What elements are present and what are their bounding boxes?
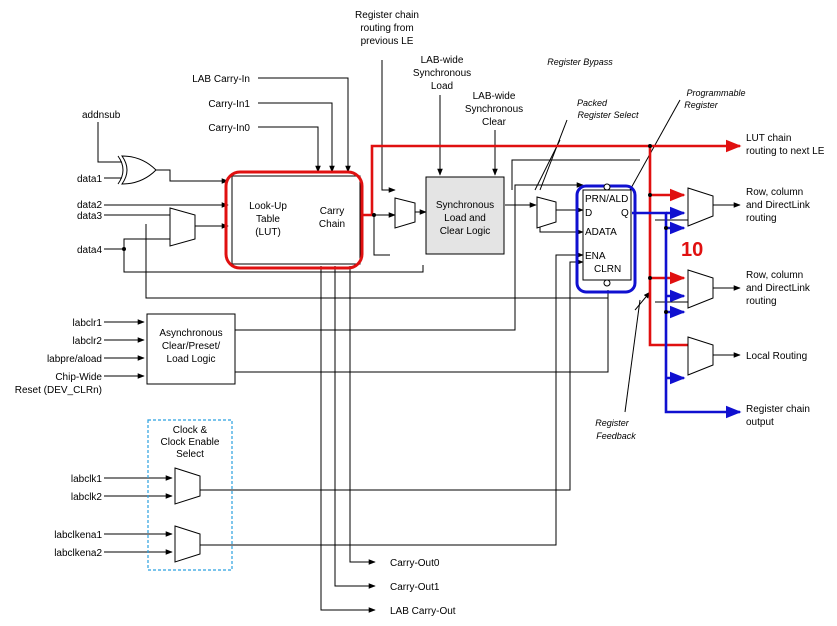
data2-label: data2: [77, 200, 102, 211]
register-box: [582, 189, 632, 281]
wiring: [97, 60, 741, 613]
reg-chain-out-label-1: Register chain: [746, 404, 810, 415]
reg-chain-in-label-1: Register chain: [355, 10, 419, 21]
labclk2-label: labclk2: [71, 492, 103, 503]
out-mux-3: [687, 336, 714, 376]
carry-label-2: Chain: [319, 219, 345, 230]
sync-load-label-2: Synchronous: [413, 68, 471, 79]
labpre-label: labpre/aload: [47, 354, 102, 365]
async-logic-box: [146, 313, 236, 385]
annotation-number: 10: [681, 239, 703, 261]
row1-label-2: and DirectLink: [746, 200, 811, 211]
data1-label: data1: [77, 174, 102, 185]
sync-load-label-1: LAB-wide: [421, 55, 464, 66]
labclkena2-label: labclkena2: [54, 548, 102, 559]
lab-carry-in-label: LAB Carry-In: [192, 74, 250, 85]
sync-load-box: [425, 176, 505, 255]
clk-label-1: Clock &: [173, 425, 208, 436]
reg-clrn: CLRN: [594, 264, 621, 275]
reg-ena: ENA: [585, 251, 606, 262]
packed-label-2: Register Select: [577, 110, 639, 120]
chip-wide-label-2: Reset (DEV_CLRn): [15, 385, 102, 396]
reg-d: D: [585, 208, 592, 219]
reg-prn: PRN/ALD: [585, 194, 628, 205]
clk-label-2: Clock Enable: [161, 437, 220, 448]
sync-label-2: Load and: [444, 213, 486, 224]
lut-label-2: Table: [256, 214, 280, 225]
lut-label-1: Look-Up: [249, 201, 287, 212]
clock-mux: [174, 467, 201, 505]
labclr2-label: labclr2: [73, 336, 103, 347]
sync-clear-label-3: Clear: [482, 117, 507, 128]
async-label-2: Clear/Preset/: [162, 341, 221, 352]
sync-label-3: Clear Logic: [440, 226, 491, 237]
chip-wide-label-1: Chip-Wide: [55, 372, 102, 383]
row1-label-3: routing: [746, 213, 777, 224]
carry-in1-label: Carry-In1: [208, 99, 250, 110]
async-label-1: Asynchronous: [159, 328, 222, 339]
junctions: [122, 144, 668, 314]
row1-label-1: Row, column: [746, 187, 803, 198]
async-label-3: Load Logic: [167, 354, 216, 365]
lut-highlight: [224, 170, 364, 270]
reg-chain-mux: [394, 197, 416, 229]
xor-gate: [117, 155, 157, 185]
reg-q: Q: [621, 208, 629, 219]
out-mux-2: [687, 269, 714, 309]
data4-label: data4: [77, 245, 102, 256]
clock-select-box: [147, 419, 233, 571]
lut-chain-out-label-1: LUT chain: [746, 133, 791, 144]
carry-in0-label: Carry-In0: [208, 123, 250, 134]
reg-adata: ADATA: [585, 227, 617, 238]
row2-label-2: and DirectLink: [746, 283, 811, 294]
packed-label-1: Packed: [577, 98, 608, 108]
reg-bypass-label: Register Bypass: [547, 57, 613, 67]
reg-chain-out-label-2: output: [746, 417, 774, 428]
row2-label-3: routing: [746, 296, 777, 307]
labclr1-label: labclr1: [73, 318, 103, 329]
carry-out0-label: Carry-Out0: [390, 558, 440, 569]
clk-label-3: Select: [176, 449, 204, 460]
reg-feedback-label-2: Feedback: [596, 431, 636, 441]
reg-feedback-label-1: Register: [595, 418, 630, 428]
input-mux: [169, 207, 196, 247]
labclk1-label: labclk1: [71, 474, 103, 485]
reg-chain-in-label-2: routing from: [360, 23, 413, 34]
reg-chain-in-label-3: previous LE: [361, 36, 414, 47]
sync-clear-label-1: LAB-wide: [473, 91, 516, 102]
packed-mux: [536, 196, 557, 229]
lab-carry-out-label: LAB Carry-Out: [390, 606, 456, 617]
row2-label-1: Row, column: [746, 270, 803, 281]
data3-label: data3: [77, 211, 102, 222]
sync-label-1: Synchronous: [436, 200, 494, 211]
lut-chain-out-label-2: routing to next LE: [746, 146, 825, 157]
prog-reg-label-1: Programmable: [686, 88, 745, 98]
out-mux-1: [687, 187, 714, 227]
lut-label-3: (LUT): [255, 227, 281, 238]
sync-load-label-3: Load: [431, 81, 453, 92]
labclkena1-label: labclkena1: [54, 530, 102, 541]
local-routing-label: Local Routing: [746, 351, 807, 362]
addnsub-label: addnsub: [82, 110, 121, 121]
clock-enable-mux: [174, 525, 201, 563]
carry-label-1: Carry: [320, 206, 344, 217]
carry-out1-label: Carry-Out1: [390, 582, 440, 593]
sync-clear-label-2: Synchronous: [465, 104, 523, 115]
lut-box: [231, 175, 361, 265]
prog-reg-label-2: Register: [684, 100, 719, 110]
